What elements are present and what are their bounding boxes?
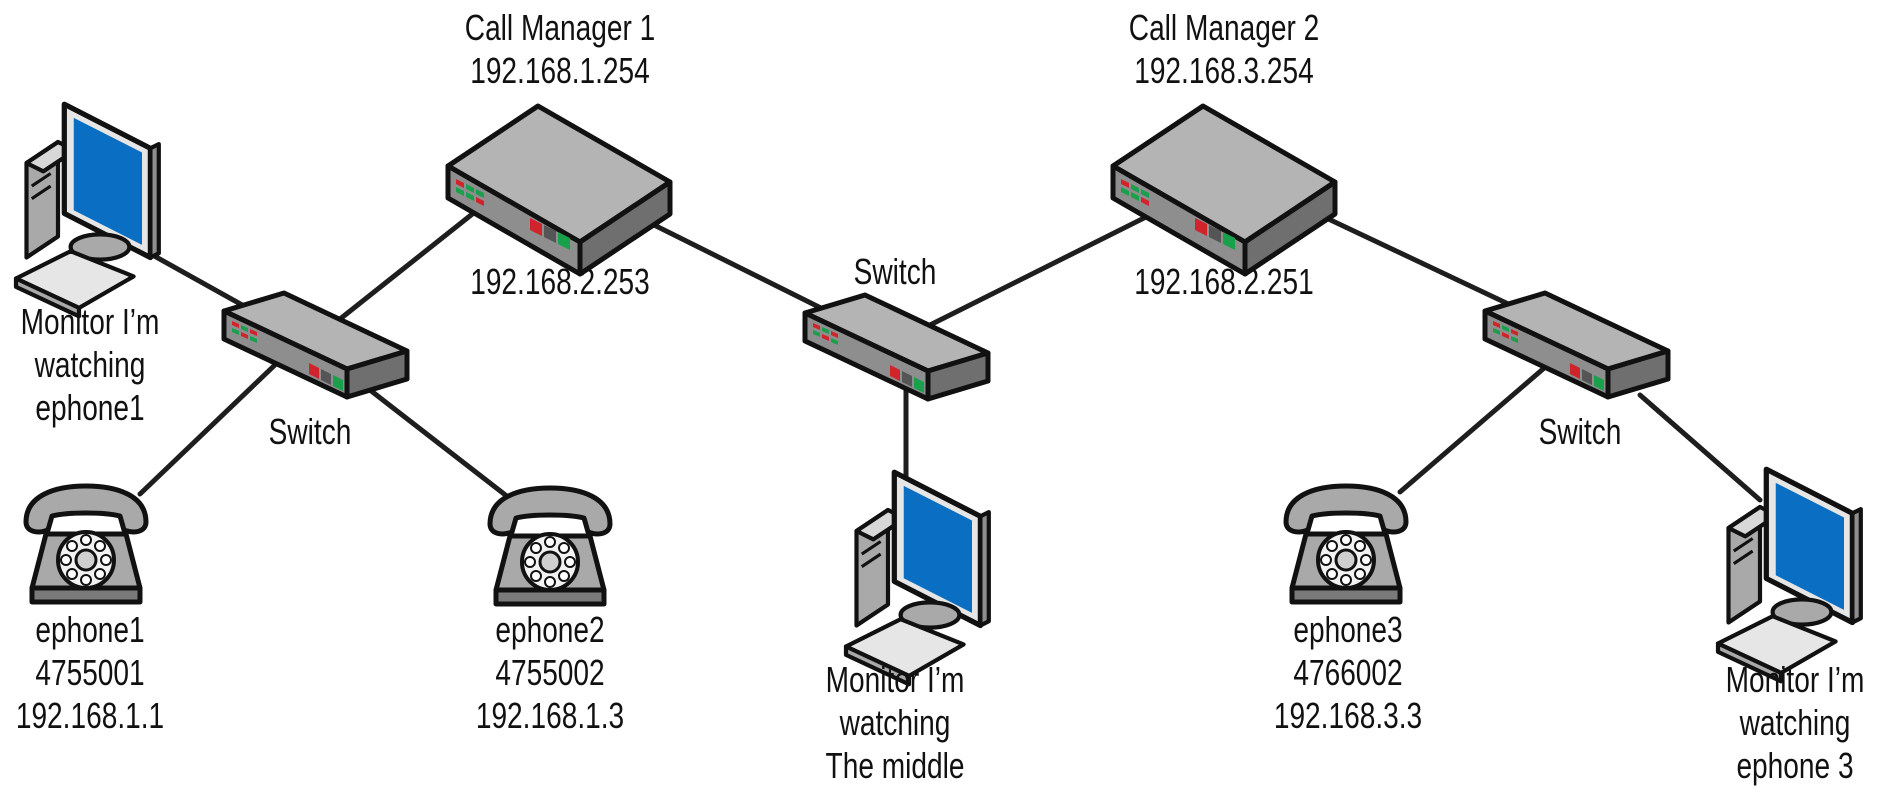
call-manager-2-router-icon <box>1110 103 1338 277</box>
ephone3-ip: 192.168.3.3 <box>1273 695 1423 736</box>
telephone-ephone1-icon <box>23 483 149 605</box>
call-manager-1-label: Call Manager 1 192.168.1.254 <box>435 6 685 92</box>
ephone1-ip: 192.168.1.1 <box>15 695 165 736</box>
switch-right-icon <box>1482 290 1671 400</box>
led-cluster <box>456 179 570 250</box>
ephone3-name: ephone3 <box>1293 609 1403 650</box>
switch-left-label-text: Switch <box>268 411 352 452</box>
ephone3-number: 4766002 <box>1293 652 1403 693</box>
link-switch-middle-cm2 <box>917 207 1163 333</box>
call-manager-1-ip-top: 192.168.1.254 <box>470 50 650 91</box>
link-switch-left-ephone2 <box>367 387 511 500</box>
monitor-left-line3: ephone1 <box>35 387 145 428</box>
ephone2-number: 4755002 <box>495 652 605 693</box>
call-manager-1-name: Call Manager 1 <box>464 7 656 48</box>
call-manager-1-router-icon <box>445 103 673 277</box>
link-cm1-switch-middle <box>637 215 848 323</box>
call-manager-2-ip-top: 192.168.3.254 <box>1134 50 1314 91</box>
monitor-right-line3: ephone 3 <box>1736 745 1854 786</box>
ephone3-label: ephone3 4766002 192.168.3.3 <box>1270 608 1426 737</box>
call-manager-2-ip-bottom-text: 192.168.2.251 <box>1134 261 1314 302</box>
monitor-left-label: Monitor I’m watching ephone1 <box>12 300 168 429</box>
computer-right-icon <box>1715 466 1863 684</box>
ephone2-name: ephone2 <box>495 609 605 650</box>
monitor-right-label: Monitor I’m watching ephone 3 <box>1717 658 1873 787</box>
switch-right-label: Switch <box>1502 410 1658 453</box>
switch-middle-label: Switch <box>817 250 973 293</box>
monitor-middle-line1: Monitor I’m <box>825 659 965 700</box>
monitor-left-line1: Monitor I’m <box>20 301 160 342</box>
ephone2-label: ephone2 4755002 192.168.1.3 <box>472 608 628 737</box>
link-switch-left-cm1 <box>332 197 493 326</box>
ephone1-number: 4755001 <box>35 652 145 693</box>
monitor-right-line1: Monitor I’m <box>1725 659 1865 700</box>
connections <box>119 197 1763 503</box>
telephone-ephone2-icon <box>487 485 613 607</box>
switch-left-icon <box>221 290 410 400</box>
monitor-middle-line2: watching <box>839 702 951 743</box>
link-switch-right-ephone3 <box>1397 360 1553 495</box>
call-manager-1-ip-bottom: 192.168.2.253 <box>435 260 685 303</box>
telephone-ephone3-icon <box>1283 483 1409 605</box>
switch-middle-icon <box>802 292 991 402</box>
call-manager-2-ip-bottom: 192.168.2.251 <box>1099 260 1349 303</box>
call-manager-1-ip-bottom-text: 192.168.2.253 <box>470 261 650 302</box>
led-cluster <box>1121 179 1235 250</box>
monitor-right-line2: watching <box>1739 702 1851 743</box>
monitor-left-line2: watching <box>34 344 146 385</box>
monitor-middle-line3: The middle <box>825 745 965 786</box>
link-switch-right-monitor3 <box>1637 392 1763 503</box>
call-manager-2-label: Call Manager 2 192.168.3.254 <box>1099 6 1349 92</box>
led-cluster <box>232 321 343 391</box>
switch-left-label: Switch <box>232 410 388 453</box>
led-cluster <box>813 323 924 393</box>
led-cluster <box>1493 321 1604 391</box>
computer-left-icon <box>13 101 161 319</box>
link-cm2-switch-right <box>1317 212 1541 321</box>
ephone2-ip: 192.168.1.3 <box>475 695 625 736</box>
ephone1-name: ephone1 <box>35 609 145 650</box>
link-switch-left-ephone1 <box>137 359 281 497</box>
switch-right-label-text: Switch <box>1538 411 1622 452</box>
computer-middle-icon <box>843 469 991 687</box>
monitor-middle-label: Monitor I’m watching The middle <box>817 658 973 787</box>
ephone1-label: ephone1 4755001 192.168.1.1 <box>12 608 168 737</box>
call-manager-2-name: Call Manager 2 <box>1128 7 1320 48</box>
switch-middle-label-text: Switch <box>853 251 937 292</box>
